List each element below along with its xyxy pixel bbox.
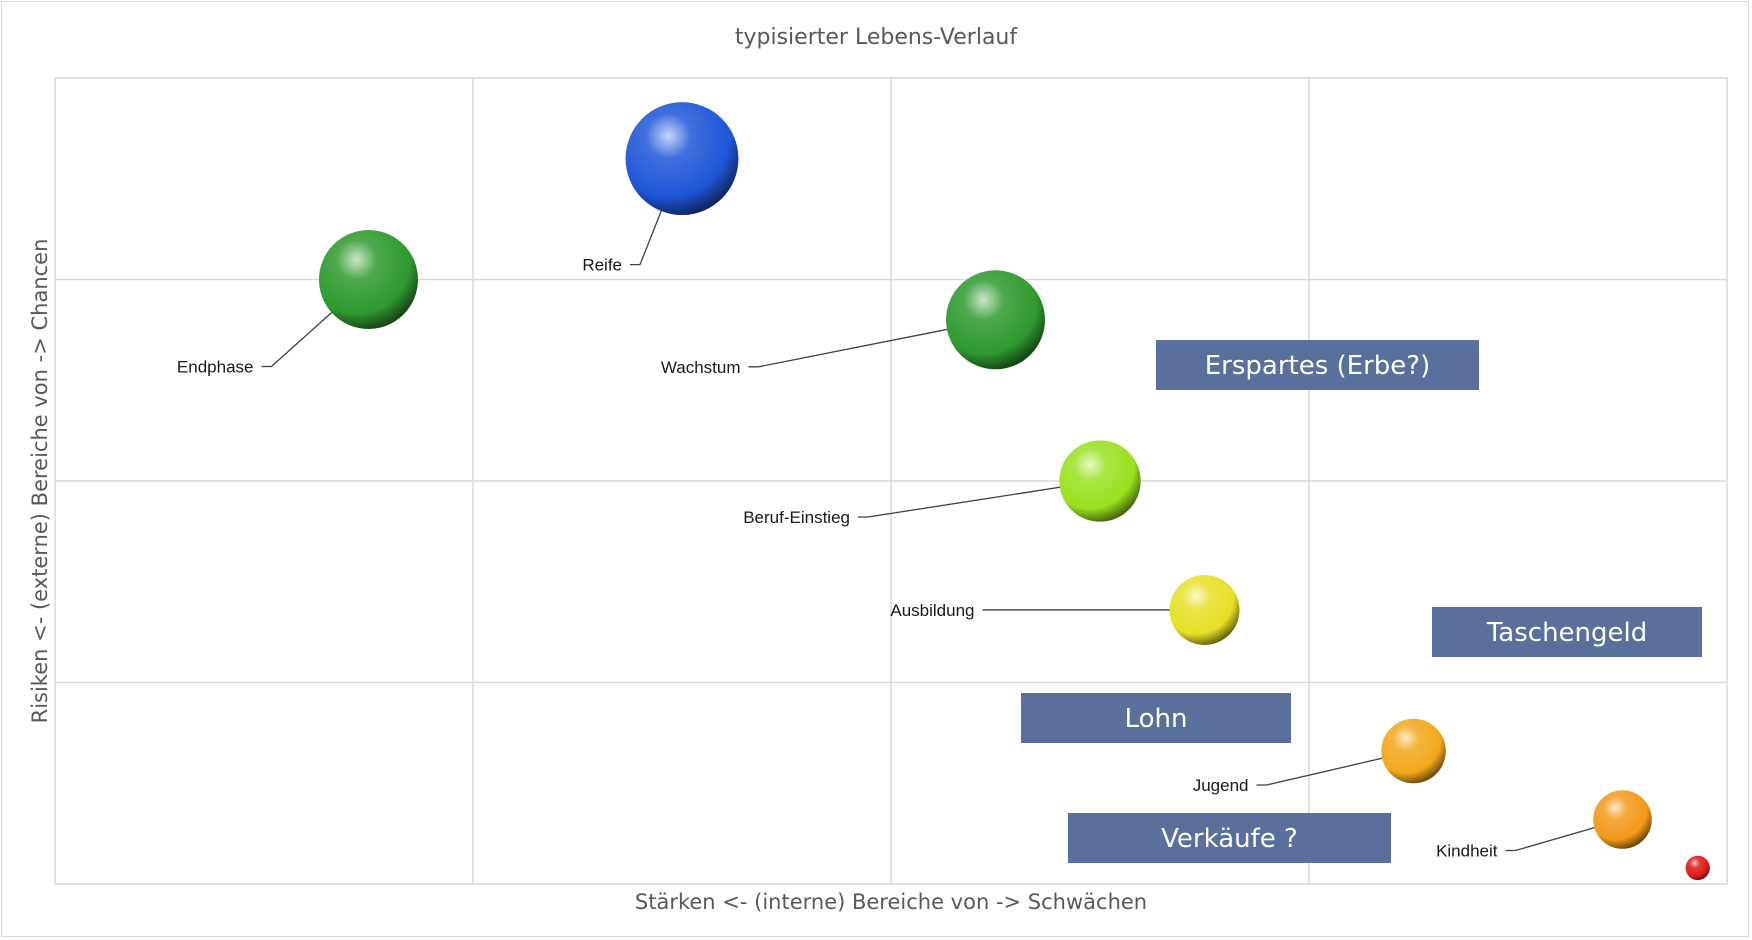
bubble <box>1593 790 1652 849</box>
bubble <box>1169 574 1240 645</box>
leader-line <box>1505 818 1623 852</box>
annotation-box <box>1156 340 1479 390</box>
annotation-box-label: Taschengeld <box>1486 618 1648 648</box>
annotation-box <box>1432 607 1702 657</box>
annotation-box <box>1021 693 1291 743</box>
bubble <box>1059 440 1141 522</box>
bubble <box>319 230 418 329</box>
leader-line <box>748 319 996 368</box>
x-axis-label: Stärken <- (interne) Bereiche von -> Sch… <box>635 890 1147 914</box>
data-label: Endphase <box>177 358 254 377</box>
bubble <box>625 102 739 216</box>
bubbles <box>319 102 1710 881</box>
annotation-box-label: Lohn <box>1125 704 1188 734</box>
data-label: Jugend <box>1193 776 1249 795</box>
data-label: Ausbildung <box>890 601 974 620</box>
gridlines <box>55 78 1727 884</box>
bubble <box>1685 855 1710 881</box>
y-axis-label: Risiken <- (externe) Bereiche von -> Cha… <box>28 239 52 724</box>
bubble <box>946 270 1045 370</box>
annotation-box <box>1068 813 1391 863</box>
leader-line <box>1256 750 1414 786</box>
annotation-box-label: Verkäufe ? <box>1161 824 1298 854</box>
data-label: Reife <box>582 256 622 275</box>
data-label: Beruf-Einstieg <box>743 508 850 527</box>
annotation-box-label: Erspartes (Erbe?) <box>1205 351 1431 381</box>
leader-line <box>858 480 1101 518</box>
bubble <box>1381 718 1446 784</box>
data-label: Kindheit <box>1436 842 1498 861</box>
data-labels: Endphase ReifeWachstumBeruf-EinstiegAusbi… <box>177 256 1498 861</box>
annotation-boxes: Erspartes (Erbe?) TaschengeldLohnVerkäufe… <box>1021 340 1702 863</box>
chart-title: typisierter Lebens-Verlauf <box>735 25 1018 50</box>
data-label: Wachstum <box>661 358 741 377</box>
